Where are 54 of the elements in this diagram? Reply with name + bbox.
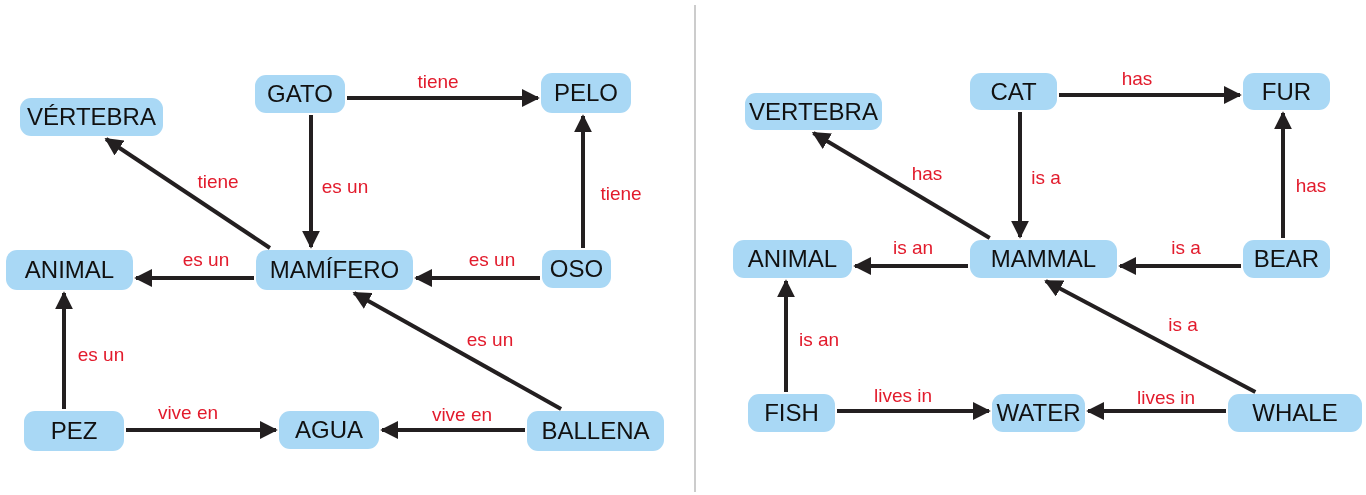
concept-text: PELO (554, 79, 618, 107)
arrow (837, 402, 991, 420)
concept-box (748, 394, 835, 432)
concept-text: CAT (990, 77, 1037, 106)
concept-text: MAMMAL (990, 245, 1097, 273)
concept-text: VÉRTEBRA (27, 103, 156, 131)
arrow (380, 421, 525, 439)
concept-text: MAMÍFERO (269, 256, 400, 284)
concept-text: ANIMAL (24, 256, 115, 284)
concept-text: OSO (549, 255, 604, 283)
arrow (414, 269, 540, 287)
arrow (1086, 402, 1226, 420)
concept-box (24, 411, 124, 451)
arrow (1274, 111, 1292, 238)
concept-box (1243, 73, 1330, 110)
concept-box (541, 73, 631, 113)
concept-box (255, 75, 345, 113)
concept-box (20, 98, 163, 136)
arrow (55, 291, 73, 409)
concept-box (527, 411, 664, 451)
concept-text: PEZ (50, 417, 98, 445)
concept-box (1243, 240, 1330, 278)
arrow (126, 421, 278, 439)
concept-box (542, 250, 611, 288)
arrow (352, 291, 563, 411)
concept-box (256, 250, 413, 290)
arrow (302, 115, 320, 249)
arrow (811, 131, 991, 240)
concept-text: BALLENA (541, 417, 650, 445)
arrow (777, 279, 795, 392)
arrow (134, 269, 254, 287)
concept-text: FUR (1261, 77, 1312, 106)
concept-text: AGUA (295, 416, 363, 444)
concept-text: WHALE (1252, 399, 1338, 427)
concept-box (1228, 394, 1362, 432)
arrow (1044, 279, 1257, 394)
concept-box (6, 250, 133, 290)
concept-text: WATER (996, 399, 1081, 427)
concept-box (970, 73, 1057, 110)
arrow (1118, 257, 1241, 275)
concept-text: BEAR (1253, 245, 1320, 273)
arrow (1011, 112, 1029, 239)
concept-box (970, 240, 1117, 278)
arrow (574, 114, 592, 248)
concept-text: FISH (764, 399, 819, 427)
concept-text: ANIMAL (747, 245, 838, 273)
arrow (853, 257, 968, 275)
arrow (104, 137, 272, 250)
arrow (1059, 86, 1242, 104)
concept-box (279, 411, 379, 449)
arrow (347, 89, 540, 107)
concept-box (733, 240, 852, 278)
concept-text: VERTEBRA (749, 97, 878, 126)
concept-text: GATO (267, 80, 333, 108)
